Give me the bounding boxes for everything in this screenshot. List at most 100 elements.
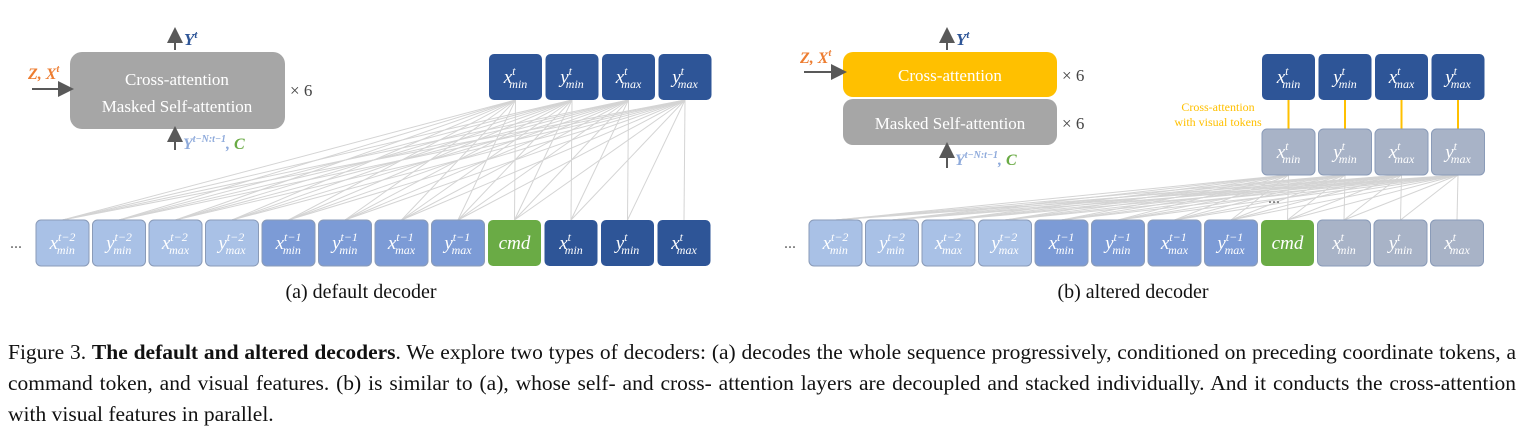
- attn-line-b-3-5: [1117, 174, 1459, 221]
- attn-line-a-3-10: [627, 99, 686, 221]
- decoder-block-a: [70, 52, 285, 129]
- self-attention-block-b: [843, 99, 1057, 145]
- self-attention-label-a: Masked Self-attention: [102, 97, 253, 116]
- caption-bold: The default and altered decoders: [91, 340, 396, 364]
- input-left-label-b: Z, Xt: [799, 48, 832, 67]
- input-bottom-label-a: Yt−N:t−1, C: [183, 134, 245, 153]
- a-bottom-token-label-8: cmd: [499, 233, 531, 254]
- attn-line-a-1-0: [62, 99, 573, 221]
- attn-line-a-3-6: [401, 99, 686, 221]
- attn-line-b-3-2: [948, 174, 1459, 221]
- ellipsis-b2: ...: [1268, 190, 1280, 207]
- decoder-figure: Cross-attention Masked Self-attention × …: [10, 27, 1485, 303]
- repeat-label-b1: × 6: [1062, 66, 1084, 85]
- subcaption-b: (b) altered decoder: [1057, 281, 1208, 303]
- cross-attention-block-b: [843, 52, 1057, 97]
- a-bottom-token-8: cmd: [488, 220, 541, 266]
- attn-line-a-3-0: [62, 99, 686, 221]
- panel-a: Cross-attention Masked Self-attention × …: [10, 27, 712, 303]
- output-label-a: Yt: [184, 29, 198, 49]
- output-label-b: Yt: [956, 29, 970, 49]
- attn-line-a-2-0: [62, 99, 629, 221]
- caption-rest: . We explore two types of decoders: (a) …: [8, 340, 1516, 426]
- attn-line-b-2-0: [835, 174, 1402, 221]
- attn-line-b-3-11: [1456, 174, 1459, 221]
- attn-line-b-3-8: [1287, 174, 1459, 221]
- cross-attention-label-a: Cross-attention: [125, 70, 229, 89]
- attn-line-a-3-5: [344, 99, 686, 221]
- figure-caption: Figure 3. The default and altered decode…: [8, 337, 1516, 430]
- ellipsis-b1: ...: [784, 235, 796, 252]
- attn-line-a-3-1: [118, 99, 686, 221]
- repeat-label-b2: × 6: [1062, 114, 1084, 133]
- attention-lines-b: [835, 100, 1459, 221]
- ellipsis-a: ...: [10, 235, 22, 252]
- attn-line-b-3-1: [891, 174, 1459, 221]
- attn-line-a-3-8: [514, 99, 686, 221]
- attn-line-b-3-9: [1343, 174, 1459, 221]
- attn-line-b-3-4: [1061, 174, 1459, 221]
- attn-line-a-3-2: [175, 99, 686, 221]
- input-left-label-a: Z, Xt: [27, 64, 60, 83]
- attn-line-b-3-7: [1230, 174, 1459, 221]
- b-bottom-token-8: cmd: [1261, 220, 1314, 266]
- attn-line-b-3-0: [835, 174, 1459, 221]
- visual-note-line2: with visual tokens: [1174, 115, 1262, 129]
- self-attention-label-b: Masked Self-attention: [875, 114, 1026, 133]
- attn-line-a-0-0: [62, 99, 516, 221]
- caption-prefix: Figure 3.: [8, 340, 92, 364]
- repeat-label-a: × 6: [290, 81, 312, 100]
